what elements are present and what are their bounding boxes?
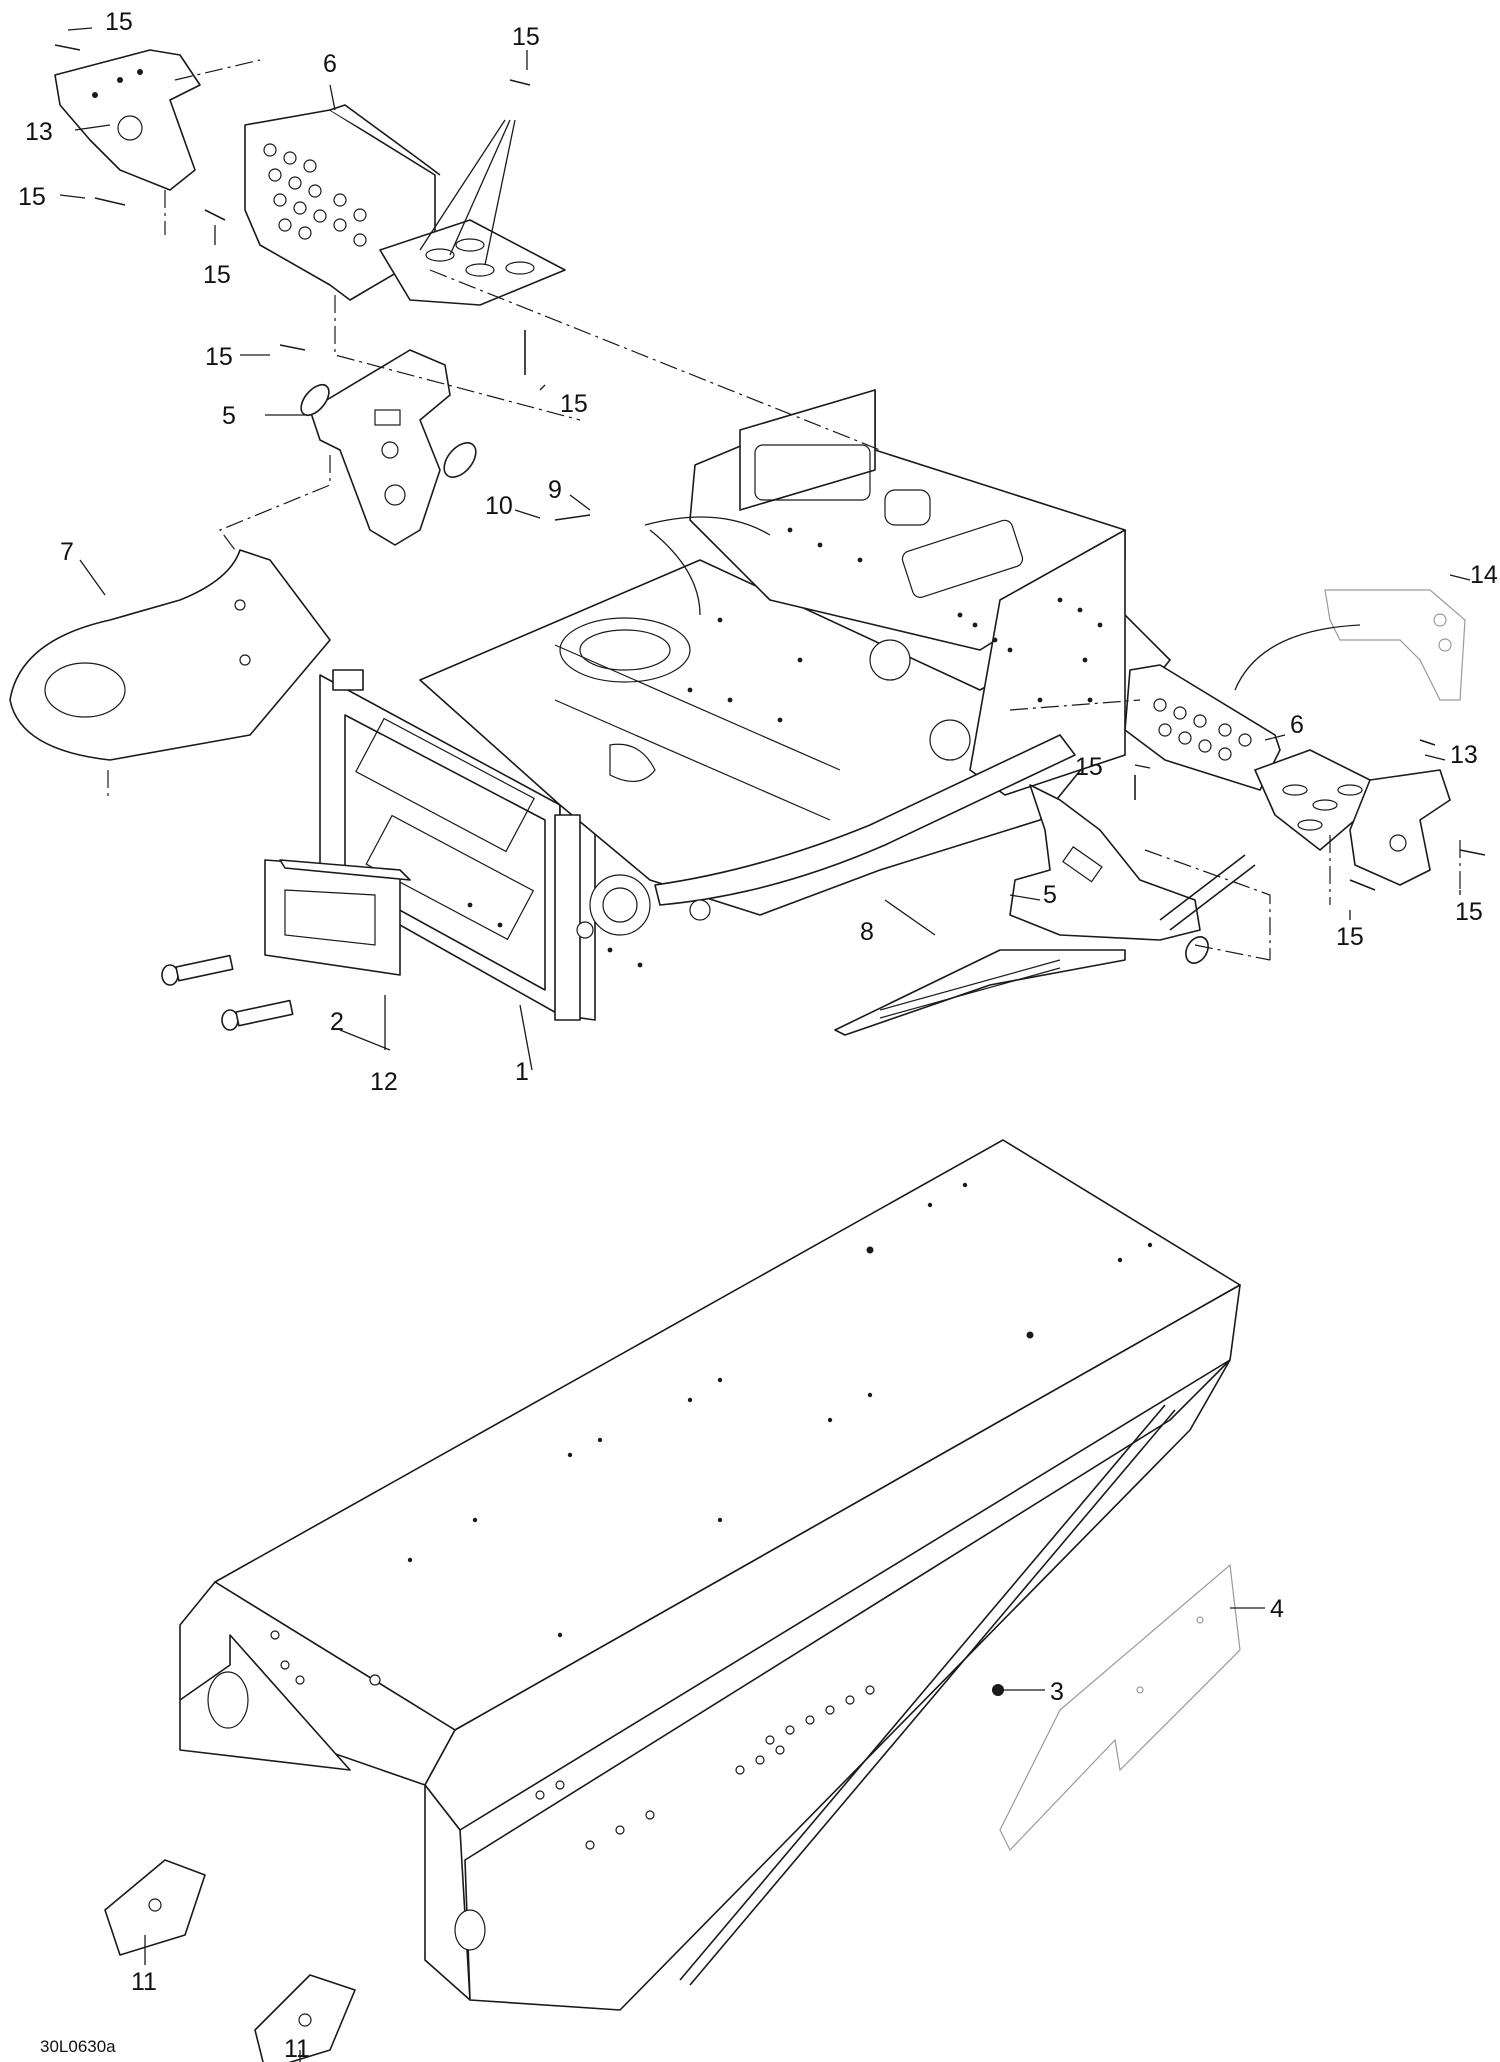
callout-11-left: 11 (131, 1968, 157, 1996)
callout-13-right: 13 (1450, 741, 1478, 769)
screw-part (161, 954, 294, 1031)
cover-part (9, 549, 331, 761)
bracket-part-right (1349, 769, 1451, 886)
arrow-leader (484, 119, 516, 266)
rod-marker (992, 1684, 1004, 1696)
footrest-part (244, 104, 566, 306)
plate-part (264, 859, 411, 976)
rail-part (834, 949, 1126, 1036)
tunnel-part (179, 1139, 1241, 2011)
callout-6-right: 6 (1290, 711, 1304, 739)
callout-9: 9 (548, 476, 562, 504)
callout-15-e: 15 (205, 343, 233, 371)
arrow-leader (1234, 624, 1361, 691)
callout-12: 12 (370, 1068, 398, 1096)
drawing-reference-code: 30L0630a (40, 2037, 116, 2056)
callout-15-d: 15 (203, 261, 231, 289)
callout-15-a: 15 (105, 8, 133, 36)
mount-plate-part (104, 1859, 356, 2062)
arrow-leader (449, 119, 511, 256)
callout-14: 14 (1470, 561, 1498, 589)
callout-10: 10 (485, 492, 513, 520)
callout-15-f: 15 (560, 390, 588, 418)
arrow-leader (644, 516, 771, 536)
callout-6-left: 6 (323, 50, 337, 78)
support-bracket-part-right (1009, 784, 1256, 964)
frame-part (319, 389, 1171, 1021)
support-bracket-part (300, 349, 477, 546)
alignment-lines (107, 59, 1461, 961)
callout-13-left: 13 (25, 118, 53, 146)
callout-15-b: 15 (512, 23, 540, 51)
callout-1: 1 (515, 1058, 529, 1086)
bracket-part (54, 49, 201, 191)
footrest-part-right (1124, 664, 1391, 851)
callout-15-c: 15 (18, 183, 46, 211)
callout-15-h: 15 (1336, 923, 1364, 951)
callout-5-right: 5 (1043, 881, 1057, 909)
callout-11-right: 11 (284, 2035, 310, 2062)
callout-2: 2 (330, 1008, 344, 1036)
callout-5-left: 5 (222, 402, 236, 430)
callout-15-g: 15 (1075, 753, 1103, 781)
callout-15-i: 15 (1455, 898, 1483, 926)
callout-8: 8 (860, 918, 874, 946)
callout-4: 4 (1270, 1595, 1284, 1623)
callout-leaders (59, 27, 1471, 2062)
side-panel-part-faint (999, 1563, 1241, 1852)
callout-3: 3 (1050, 1678, 1064, 1706)
fastener-pins (54, 44, 1486, 891)
arrow-leader (419, 119, 506, 251)
arrow-leader (649, 529, 701, 616)
callout-7: 7 (60, 538, 74, 566)
bracket-part-faint (1324, 589, 1466, 701)
